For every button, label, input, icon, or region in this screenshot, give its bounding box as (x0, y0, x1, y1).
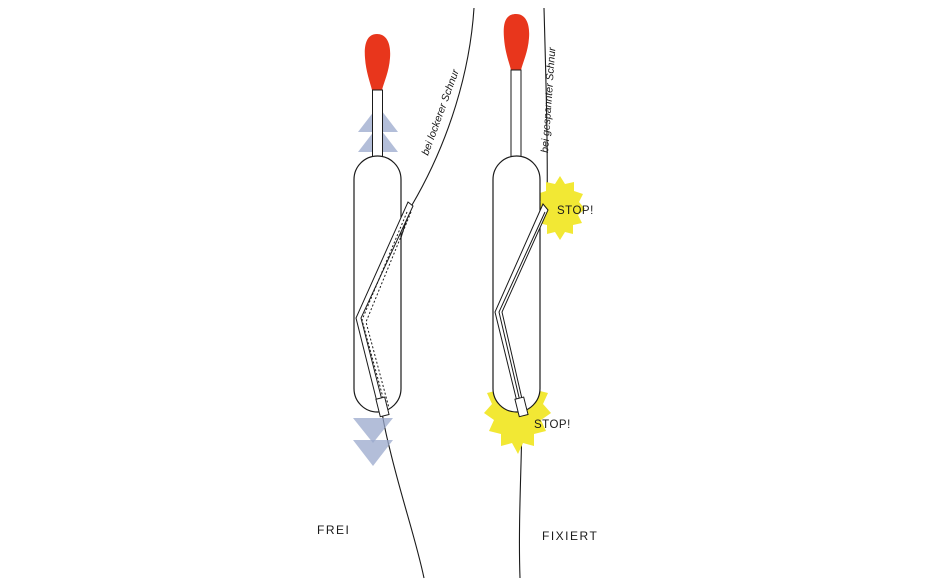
arrow-down-icon (353, 440, 393, 466)
float-bottom-sleeve (514, 396, 529, 418)
right-caption: FIXIERT (542, 529, 598, 543)
float-antenna (372, 89, 383, 159)
float-antenna (510, 69, 522, 159)
stop-label-bottom: STOP! (534, 419, 571, 431)
inner-line-path (498, 211, 546, 411)
float-tip-red (364, 34, 391, 90)
dotted-line-path (361, 211, 408, 406)
right-line-label: bei gespannter Schnur (539, 46, 558, 153)
left-caption: FREI (317, 523, 350, 537)
right-float-group: STOP! STOP! bei gespannter Schnur FIXIER… (484, 7, 598, 579)
left-float-group: bei lockerer Schnur FREI (317, 7, 475, 579)
float-bottom-sleeve (375, 396, 390, 418)
stop-burst-top (535, 176, 585, 240)
arrow-down-icon (353, 418, 393, 443)
left-line-label: bei lockerer Schnur (420, 67, 462, 157)
stop-label-top: STOP! (557, 205, 594, 217)
float-tip-red (503, 14, 530, 70)
